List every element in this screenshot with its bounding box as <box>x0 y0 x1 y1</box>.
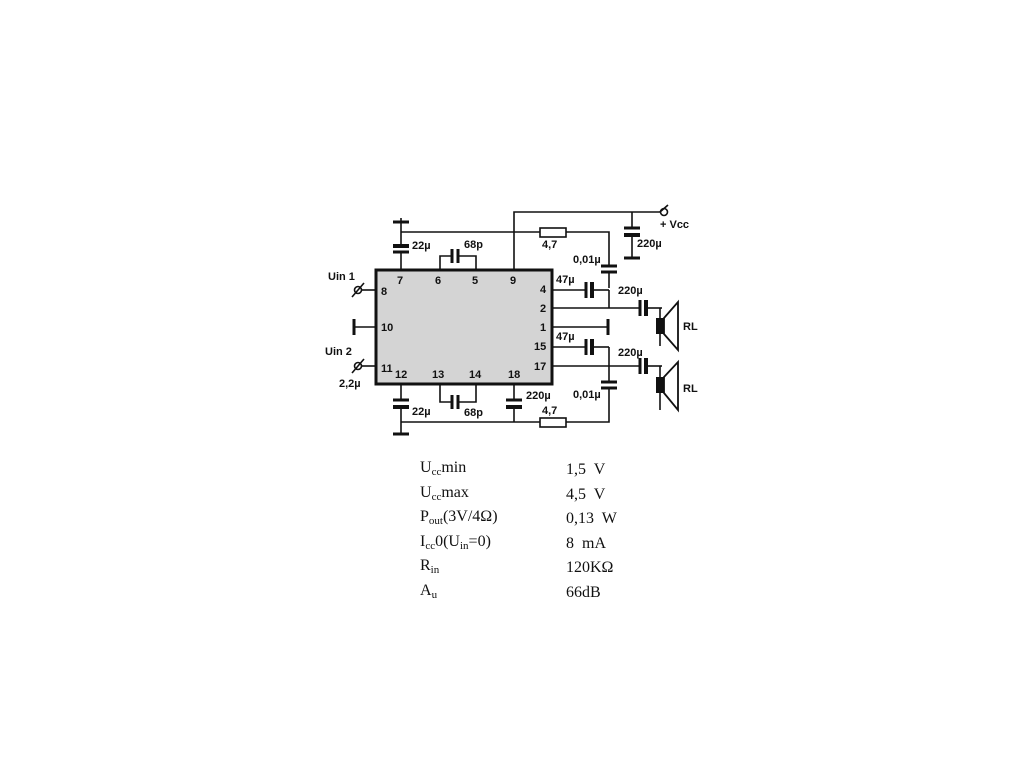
pin-5: 5 <box>472 275 478 287</box>
pin-9: 9 <box>510 275 516 287</box>
spec-row: Icc0(Uin=0)8 mA <box>420 532 617 557</box>
speaker-top-icon <box>656 299 679 353</box>
pin-13: 13 <box>432 369 444 381</box>
ic-body <box>374 268 554 386</box>
spec-parameter: Pout(3V/4Ω) <box>420 507 566 532</box>
spec-parameter: Rin <box>420 556 566 581</box>
load-bot-label: RL <box>683 383 698 395</box>
pin-17: 17 <box>534 361 546 373</box>
spec-suffix: (3V/4Ω) <box>442 508 498 526</box>
uin1-terminal <box>351 282 376 298</box>
bottom-rc-circuit <box>401 366 617 428</box>
pin-2: 2 <box>540 303 546 315</box>
c-bot-18-label: 220µ <box>526 390 551 402</box>
spec-value: 8 mA <box>566 534 606 552</box>
c-bot-001-label: 0,01µ <box>573 389 601 401</box>
c-top-7-label: 22µ <box>412 240 431 252</box>
c-vcc-label: 220µ <box>637 238 662 250</box>
pin6-5-cap-circuit <box>439 249 477 270</box>
spec-value: 66dB <box>566 583 601 601</box>
spec-suffix-2: =0) <box>468 532 491 550</box>
pin1-ground <box>552 319 610 335</box>
c-in2-label: 2,2µ <box>339 378 361 390</box>
uin1-label: Uin 1 <box>328 271 355 283</box>
spec-symbol: R <box>420 557 431 575</box>
pin13-14-cap-circuit <box>439 384 477 409</box>
spec-parameter: Icc0(Uin=0) <box>420 532 566 557</box>
spec-subscript-2: in <box>459 539 469 552</box>
c-bot-1314-label: 68p <box>464 407 483 419</box>
spec-subscript: cc <box>431 490 442 503</box>
spec-parameter: Uccmax <box>420 483 566 508</box>
pin18-cap-circuit <box>506 384 522 422</box>
spec-subscript: cc <box>431 466 442 478</box>
spec-value: 1,5 V <box>566 461 606 478</box>
spec-parameter: Au <box>420 581 566 606</box>
spec-value: 4,5 V <box>566 485 606 503</box>
c-out-top-label: 220µ <box>618 285 643 297</box>
spec-symbol: I <box>420 532 426 550</box>
c-top-65-label: 68p <box>464 239 483 251</box>
speaker-bottom-icon <box>656 359 679 413</box>
spec-subscript: cc <box>425 539 436 552</box>
pin-12: 12 <box>395 369 407 381</box>
spec-symbol: U <box>420 459 432 476</box>
spec-symbol: A <box>420 581 432 599</box>
spec-symbol: P <box>420 508 429 526</box>
r-top-label: 4,7 <box>542 239 557 251</box>
pin12-cap-circuit <box>393 384 409 436</box>
pin17-output-circuit <box>552 358 662 374</box>
pin-6: 6 <box>435 275 441 287</box>
pin-7: 7 <box>397 275 403 287</box>
pin-18: 18 <box>508 369 520 381</box>
pin7-cap-circuit <box>393 218 409 270</box>
c-top-001-label: 0,01µ <box>573 254 601 266</box>
pin4-cap-circuit <box>552 282 610 308</box>
c-47-bot-label: 47µ <box>556 331 575 343</box>
spec-parameter: Uccmin <box>420 458 566 483</box>
c-47-top-label: 47µ <box>556 274 575 286</box>
pin-14: 14 <box>469 369 482 381</box>
pin-1: 1 <box>540 322 546 334</box>
spec-subscript: u <box>431 588 438 601</box>
r-bot-label: 4,7 <box>542 405 557 417</box>
spec-value: 0,13 W <box>566 510 617 528</box>
load-top-label: RL <box>683 321 698 333</box>
amplifier-schematic: 7 6 5 9 8 10 11 4 2 1 15 17 12 13 14 18 … <box>325 204 698 436</box>
spec-subscript: out <box>428 515 443 528</box>
top-rc-circuit <box>401 227 617 288</box>
pin2-output-circuit <box>552 300 662 316</box>
pin-4: 4 <box>540 284 547 296</box>
spec-symbol: U <box>420 483 432 501</box>
spec-suffix: min <box>441 459 467 476</box>
uin2-terminal <box>351 358 376 374</box>
spec-value: 120KΩ <box>566 559 614 577</box>
pin-10: 10 <box>381 322 393 334</box>
spec-suffix: 0(U <box>435 532 460 550</box>
pin15-cap-circuit <box>552 339 610 366</box>
spec-row: Pout(3V/4Ω)0,13 W <box>420 507 617 532</box>
c-bot-12-label: 22µ <box>412 406 431 418</box>
pin10-ground <box>352 319 376 335</box>
pin-15: 15 <box>534 341 546 353</box>
c-out-bot-label: 220µ <box>618 347 643 359</box>
spec-suffix: max <box>441 483 469 501</box>
uin2-label: Uin 2 <box>325 346 352 358</box>
vcc-line <box>513 204 669 270</box>
vcc-label: + Vcc <box>660 219 689 231</box>
pin-8: 8 <box>381 286 387 298</box>
pin-11: 11 <box>381 363 393 375</box>
spec-subscript: in <box>430 564 440 577</box>
